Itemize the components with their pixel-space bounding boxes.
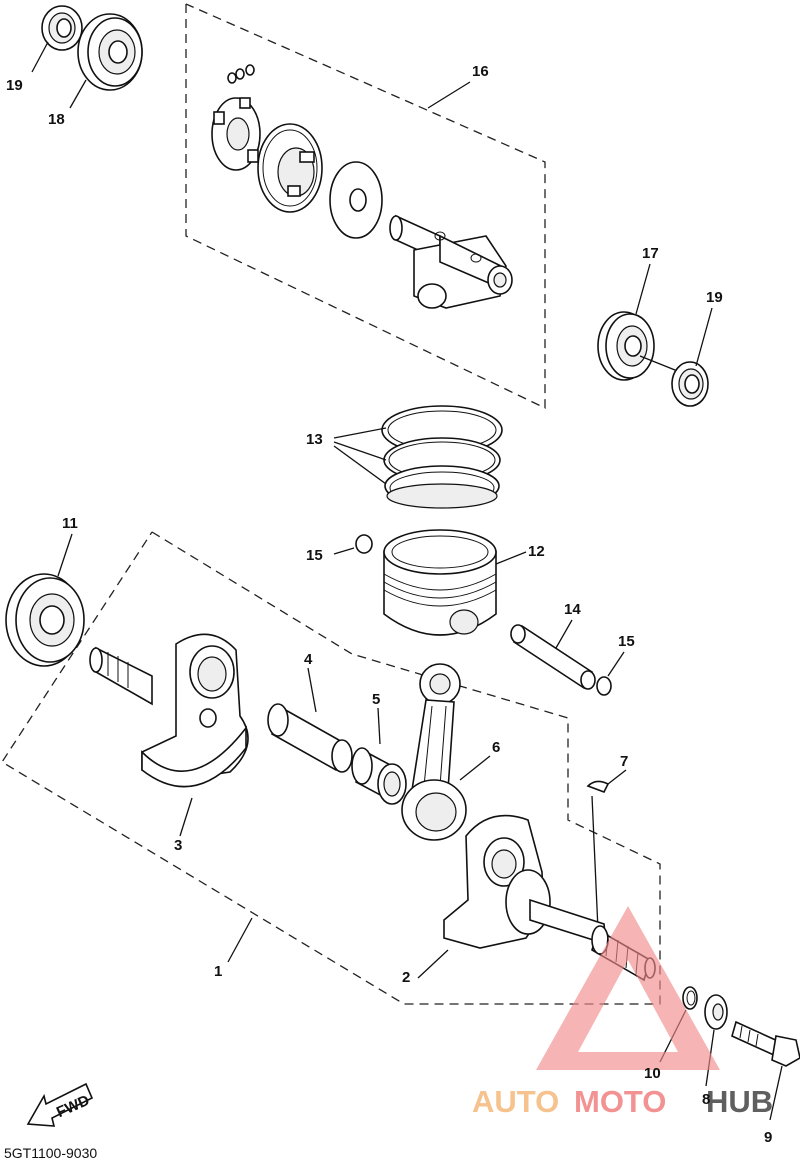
callout-19-right: 19 bbox=[706, 289, 723, 306]
leader-15a bbox=[333, 547, 355, 555]
leader-9 bbox=[769, 1065, 783, 1121]
balancer-gear-plate bbox=[211, 97, 261, 171]
group-box-16 bbox=[185, 3, 546, 410]
leader-5 bbox=[377, 707, 381, 745]
callout-15-left: 15 bbox=[306, 547, 323, 564]
callout-8: 8 bbox=[702, 1091, 710, 1108]
balancer-shaft bbox=[389, 214, 513, 309]
callout-15-right: 15 bbox=[618, 633, 635, 650]
callout-17: 17 bbox=[642, 245, 659, 262]
leader-13b bbox=[333, 441, 387, 461]
callout-13: 13 bbox=[306, 431, 323, 448]
callout-4: 4 bbox=[304, 651, 313, 668]
watermark-auto: AUTO bbox=[472, 1084, 559, 1119]
oil-seal-19-top bbox=[41, 5, 83, 51]
callout-18: 18 bbox=[48, 111, 65, 128]
leader-1 bbox=[227, 917, 253, 963]
callout-1: 1 bbox=[214, 963, 222, 980]
piston-pin-14 bbox=[510, 624, 596, 690]
callout-16: 16 bbox=[472, 63, 489, 80]
leader-7 bbox=[607, 769, 627, 785]
key-axis-7 bbox=[591, 795, 599, 931]
leader-11 bbox=[57, 533, 73, 577]
callout-10: 10 bbox=[644, 1065, 661, 1082]
callout-9: 9 bbox=[764, 1129, 772, 1146]
callout-2: 2 bbox=[402, 969, 410, 986]
leader-15b bbox=[607, 651, 625, 677]
balancer-driven-gear bbox=[257, 123, 323, 213]
callout-14: 14 bbox=[564, 601, 581, 618]
crankshaft-left-3 bbox=[89, 633, 249, 788]
oil-seal-19-right bbox=[671, 361, 709, 407]
drawing-code: 5GT1100-9030 bbox=[4, 1145, 97, 1161]
leader-19-right bbox=[695, 307, 713, 367]
leader-13c bbox=[333, 445, 387, 485]
watermark-moto: MOTO bbox=[574, 1084, 666, 1119]
callout-7: 7 bbox=[620, 753, 628, 770]
leader-2 bbox=[417, 949, 449, 979]
o-ring-10 bbox=[682, 986, 698, 1010]
leader-13a bbox=[333, 427, 387, 439]
leader-6 bbox=[459, 755, 491, 781]
needle-bearing-5 bbox=[351, 747, 407, 805]
dowel-pins bbox=[227, 64, 255, 84]
leader-19-top bbox=[31, 41, 49, 73]
callout-12: 12 bbox=[528, 543, 545, 560]
clip-15-left bbox=[355, 534, 373, 554]
leader-16 bbox=[427, 81, 471, 109]
woodruff-key-7 bbox=[586, 780, 610, 794]
crank-pin-4 bbox=[267, 703, 353, 773]
watermark-triangle-icon bbox=[536, 906, 720, 1070]
leader-14 bbox=[555, 619, 573, 649]
leader-12 bbox=[495, 551, 527, 565]
bearing-11 bbox=[5, 573, 85, 667]
piston-rings-13 bbox=[381, 405, 503, 509]
watermark-hub: HUB bbox=[706, 1084, 773, 1119]
callout-3: 3 bbox=[174, 837, 182, 854]
washer bbox=[329, 161, 383, 239]
callout-19-top: 19 bbox=[6, 77, 23, 94]
piston-12 bbox=[383, 529, 497, 636]
leader-4 bbox=[307, 667, 317, 713]
bearing-17 bbox=[597, 311, 655, 381]
watermark-logo: AUTO MOTO HUB bbox=[472, 906, 773, 1119]
connecting-rod-6 bbox=[401, 663, 467, 841]
leader-3 bbox=[179, 797, 193, 837]
fwd-label: FWD bbox=[54, 1092, 92, 1121]
bearing-18 bbox=[77, 13, 143, 91]
fwd-arrow-icon: FWD bbox=[26, 1082, 94, 1127]
washer-8 bbox=[704, 994, 728, 1030]
callout-11: 11 bbox=[62, 515, 78, 532]
callout-6: 6 bbox=[492, 739, 500, 756]
clip-15-right bbox=[596, 676, 612, 696]
bolt-9 bbox=[731, 1020, 800, 1067]
leader-17 bbox=[635, 263, 651, 315]
group-box-1 bbox=[1, 531, 661, 1005]
callout-5: 5 bbox=[372, 691, 380, 708]
leader-18 bbox=[69, 79, 87, 109]
axis-line-17 bbox=[639, 355, 681, 373]
